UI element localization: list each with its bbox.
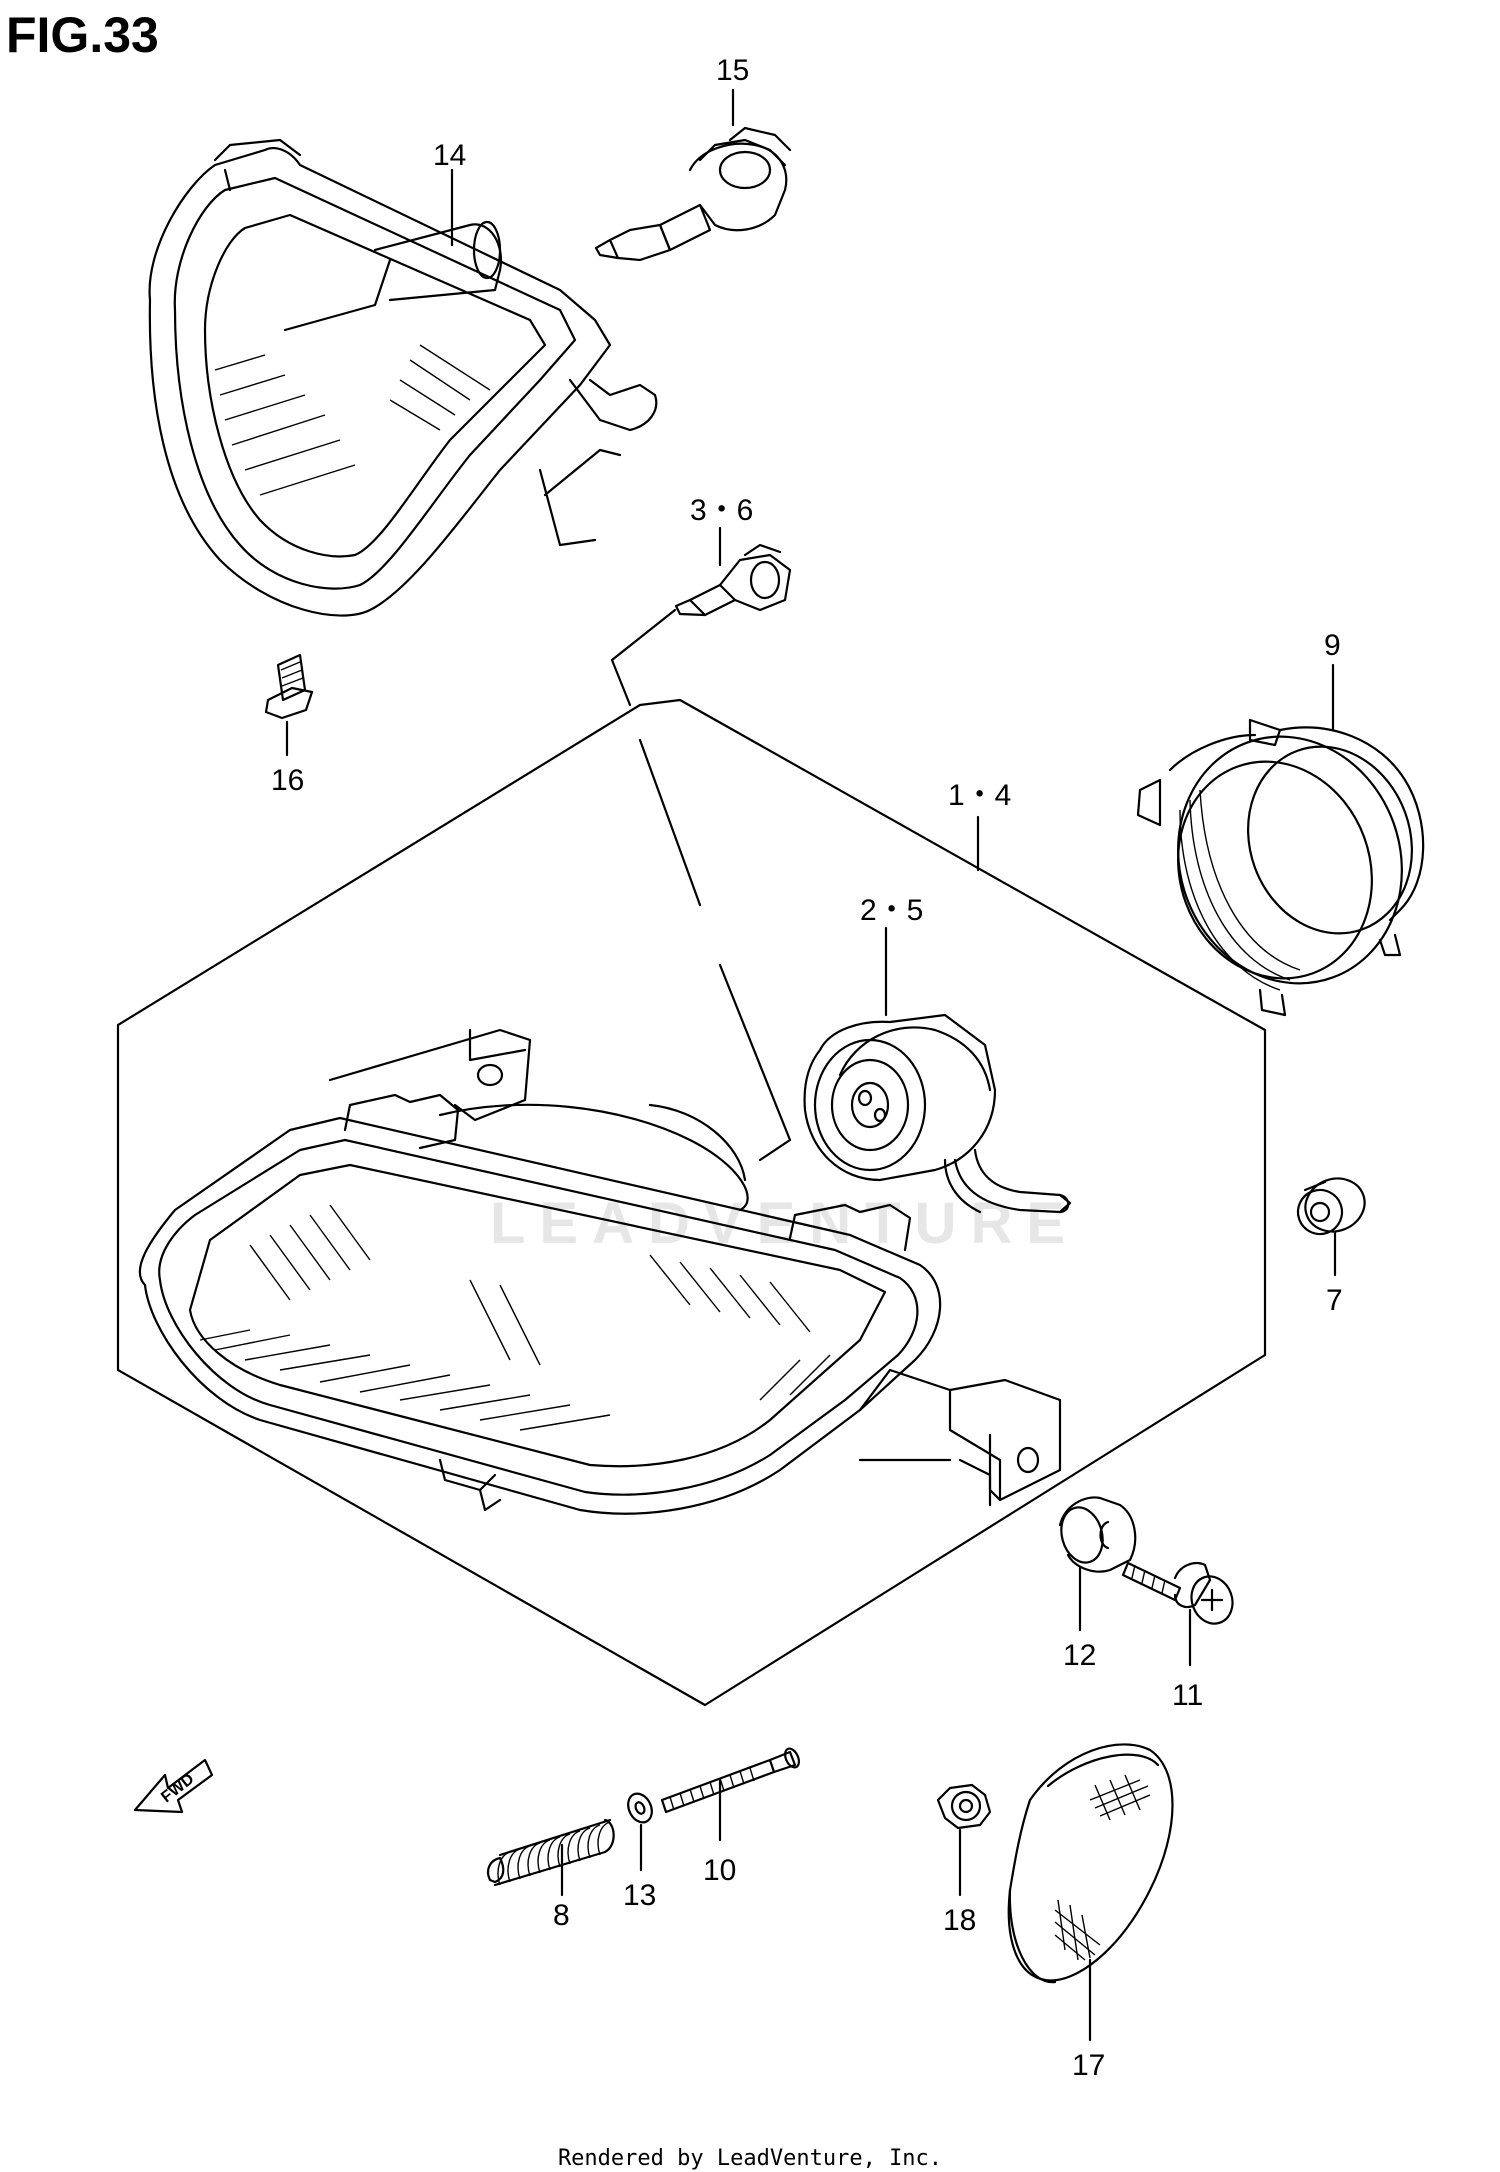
part-16-bolt bbox=[264, 653, 314, 720]
callout-14: 14 bbox=[433, 139, 466, 172]
part-14-headlight-housing bbox=[148, 138, 658, 617]
callout-16: 16 bbox=[271, 764, 304, 797]
part-11-screw bbox=[1121, 1561, 1234, 1625]
callout-8: 8 bbox=[553, 1899, 570, 1932]
callout-3-6: 3・6 bbox=[690, 494, 753, 527]
fwd-arrow: FWD bbox=[133, 1758, 214, 1814]
callout-17: 17 bbox=[1072, 2049, 1105, 2082]
footer-credit: Rendered by LeadVenture, Inc. bbox=[557, 2146, 943, 2171]
callout-13: 13 bbox=[623, 1879, 656, 1912]
callout-1-4: 1・4 bbox=[948, 779, 1011, 812]
part-3-6-small-bulb bbox=[674, 543, 792, 617]
callout-10: 10 bbox=[703, 1854, 736, 1887]
part-18-nut bbox=[936, 1783, 992, 1830]
callout-15: 15 bbox=[716, 54, 749, 87]
part-13-washer bbox=[627, 1792, 653, 1824]
part-7-grommet bbox=[1296, 1177, 1366, 1236]
part-15-bulb bbox=[594, 126, 792, 262]
watermark: LEADVENTURE bbox=[490, 1191, 1080, 1256]
callout-labels: 15 14 3・6 16 9 1・4 2・5 7 12 11 10 13 8 1… bbox=[271, 54, 1343, 2082]
part-10-long-screw bbox=[660, 1747, 800, 1814]
callout-2-5: 2・5 bbox=[860, 894, 923, 927]
part-12-cap bbox=[1058, 1496, 1137, 1573]
callout-11: 11 bbox=[1172, 1679, 1203, 1712]
part-2-5-socket bbox=[803, 1013, 1072, 1214]
callout-9: 9 bbox=[1324, 629, 1341, 662]
callout-12: 12 bbox=[1063, 1639, 1096, 1672]
figure-title: FIG.33 bbox=[6, 7, 159, 63]
part-1-4-headlight-unit bbox=[138, 1028, 1062, 1515]
leader-lines bbox=[285, 88, 1337, 2042]
assembly-outline-box bbox=[116, 698, 1267, 1707]
part-17-reflector bbox=[1007, 1743, 1174, 1984]
leader-line-3-6 bbox=[610, 608, 792, 1162]
callout-7: 7 bbox=[1326, 1284, 1343, 1317]
part-8-spring bbox=[486, 1818, 615, 1887]
callout-18: 18 bbox=[943, 1904, 976, 1937]
part-9-adapter-ring bbox=[1136, 718, 1425, 1017]
